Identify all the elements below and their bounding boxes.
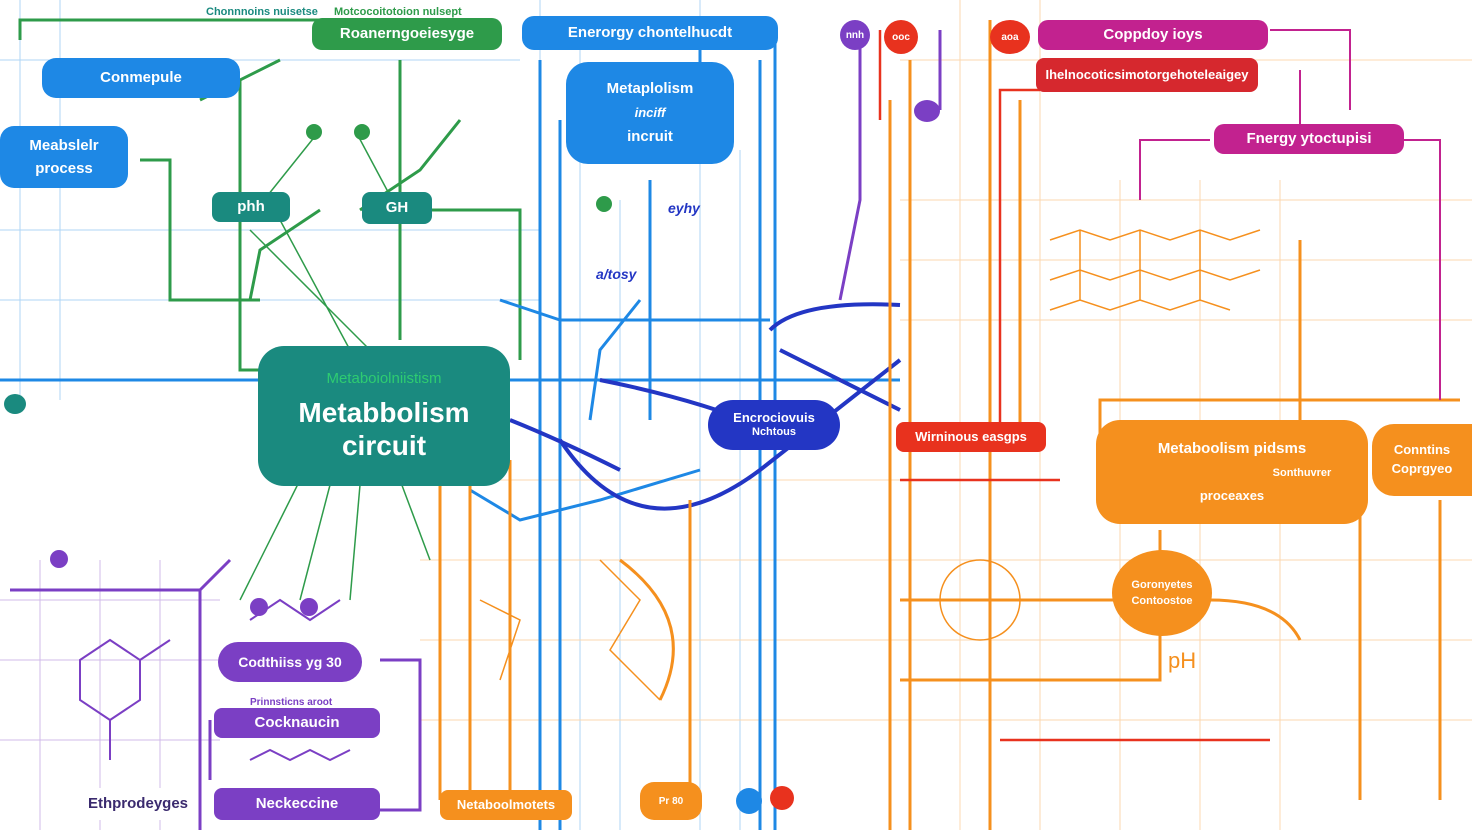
orange-right-node[interactable]: Conntins Coprgyeo: [1372, 424, 1472, 496]
orange-circle-line1: Goronyetes: [1131, 579, 1193, 591]
orange-right-line1: Conntins: [1393, 442, 1451, 458]
purple-wires: [10, 30, 942, 830]
purple-dot-3: [914, 100, 940, 122]
nucleus-line1: Encrociovuis: [733, 410, 815, 426]
energy-top-node[interactable]: Enerorgy chontelhucdt: [522, 16, 778, 50]
orange-big-line2: Sonthuvrer: [1272, 466, 1332, 479]
nucleus-node[interactable]: Encrociovuis Nchtous: [708, 400, 840, 450]
red-wires: [878, 30, 1270, 742]
top-caption-2: Motcocoitotoion nulsept: [334, 6, 462, 18]
metabolism-process-node[interactable]: Meabslelr process: [0, 126, 128, 188]
compute-node[interactable]: Conmepule: [42, 58, 240, 98]
dot-ooc[interactable]: ooc: [884, 20, 918, 54]
teal-dot: [4, 394, 26, 414]
purple-cond-node[interactable]: Codthiiss yg 30: [218, 642, 362, 682]
blue-dot-1: [736, 788, 762, 814]
gh-node[interactable]: GH: [362, 192, 432, 224]
purple-neck-node[interactable]: Neckeccine: [214, 788, 380, 820]
magenta-wires: [1139, 29, 1441, 400]
purple-dot-2: [250, 598, 268, 616]
orange-big-node[interactable]: Metaboolism pidsms Sonthuvrer proceaxes: [1096, 420, 1368, 524]
metabolism-process-line1: Meabslelr: [29, 136, 99, 154]
blue-script-label-2: a/tosy: [596, 266, 637, 282]
purple-dot-4: [50, 550, 68, 568]
center-title-line1: Metabbolism: [298, 397, 470, 429]
green-thin-wires: [239, 129, 431, 601]
orange-network: [479, 229, 1261, 701]
center-title-line2: circuit: [341, 429, 427, 461]
magenta-right-node[interactable]: Fnergy ytoctupisi: [1214, 124, 1404, 154]
magenta-top-node[interactable]: Coppdoy ioys: [1038, 20, 1268, 50]
metabolism-blue-line1: Metaplolism: [606, 80, 694, 98]
green-dot-1: [306, 124, 322, 140]
orange-circle-line2: Contoostoe: [1131, 595, 1193, 607]
metabolism-blue-node[interactable]: Metaplolism inciff incruit: [566, 62, 734, 164]
orange-big-line3: proceaxes: [1199, 488, 1265, 504]
green-dot-3: [596, 196, 612, 212]
green-dot-2: [354, 124, 370, 140]
purple-cock-node[interactable]: Cocknaucin: [214, 708, 380, 738]
orange-bottom-node[interactable]: Netaboolmotets: [440, 790, 572, 820]
metabolism-blue-line2: inciff: [634, 104, 666, 120]
orange-right-line2: Coprgyeo: [1391, 461, 1453, 476]
phh-node[interactable]: phh: [212, 192, 290, 222]
red-dot-1: [770, 786, 794, 810]
blue-script-label-1: eyhy: [668, 200, 700, 216]
top-caption: Chonnnoins nuisetse: [206, 6, 318, 18]
dark-blue-wires: [509, 302, 902, 511]
metabolism-process-line2: process: [35, 160, 93, 177]
purple-etr-node[interactable]: Ethprodeyges: [78, 788, 198, 820]
nucleus-line2: Nchtous: [752, 426, 796, 439]
metabolism-blue-line3: incruit: [627, 128, 673, 146]
red-top-node[interactable]: Ihelnocoticsimotorgehoteleaigey: [1036, 58, 1258, 92]
dot-pr80[interactable]: Pr 80: [640, 782, 702, 820]
dot-nnh[interactable]: nnh: [840, 20, 870, 50]
purple-small-label: Prinnsticns aroot: [250, 697, 333, 708]
center-subtitle: Metaboiolniistism: [326, 370, 442, 388]
green-top-node[interactable]: Roanerngoeiesyge: [312, 18, 502, 50]
ph-label: pH: [1168, 648, 1197, 673]
dot-aoa[interactable]: aoa: [990, 20, 1030, 54]
red-mid-node[interactable]: Wirninous easgps: [896, 422, 1046, 452]
orange-circle-node[interactable]: Goronyetes Contoostoe: [1112, 550, 1212, 636]
purple-dot-1: [300, 598, 318, 616]
green-wires: [18, 18, 522, 372]
metabolism-circuit-node[interactable]: Metaboiolniistism Metabbolism circuit: [258, 346, 510, 486]
orange-big-line1: Metaboolism pidsms: [1157, 439, 1307, 457]
